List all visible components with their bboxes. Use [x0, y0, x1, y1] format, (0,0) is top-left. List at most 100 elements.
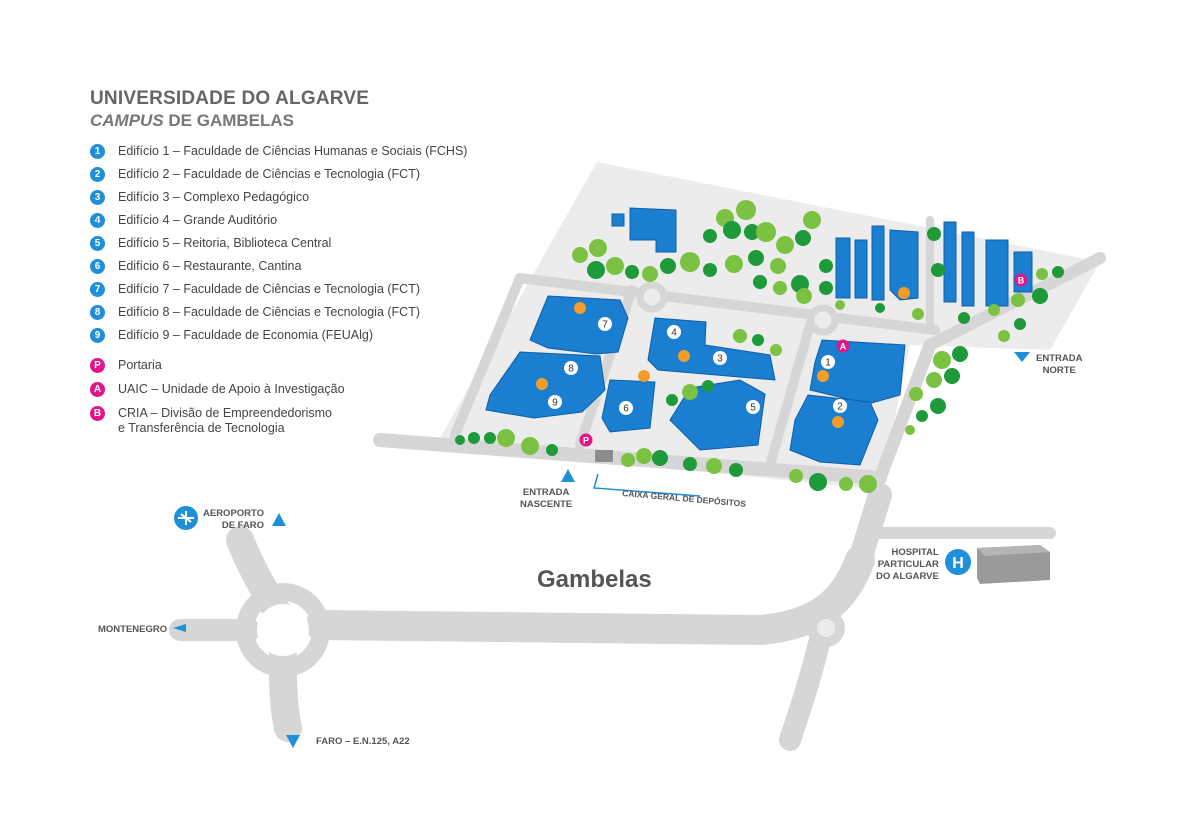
legend-text-line: Edifício 8 – Faculdade de Ciências e Tec…: [118, 305, 421, 319]
montenegro-label: MONTENEGRO: [98, 624, 168, 635]
service-marker-circle: [1014, 273, 1028, 287]
legend-marker: 3: [90, 190, 105, 205]
entrada-nascente-label: ENTRADA NASCENTE: [520, 487, 572, 511]
hospital-building-top: [977, 545, 1050, 556]
building-marker-circle: [619, 401, 633, 415]
legend-text-line: Portaria: [118, 358, 162, 372]
legend-text-line: Edifício 6 – Restaurante, Cantina: [118, 259, 302, 273]
legend-text-line: Edifício 3 – Complexo Pedagógico: [118, 190, 310, 204]
building-marker-circle: [598, 317, 612, 331]
direction-arrows: [173, 352, 1030, 748]
restaurant-icons: [536, 287, 910, 428]
legend-text: Edifício 3 – Complexo Pedagógico: [118, 190, 309, 205]
building-marker-circle: [713, 351, 727, 365]
building-marker[interactable]: 4: [667, 325, 681, 339]
legend-text-line: Edifício 2 – Faculdade de Ciências e Tec…: [118, 167, 421, 181]
building-marker[interactable]: 8: [564, 361, 578, 375]
roundabout: [236, 583, 330, 677]
restaurant-icon: [678, 350, 690, 362]
caixa-building: [595, 450, 613, 462]
legend-text-line: UAIC – Unidade de Apoio à Investigação: [118, 382, 345, 396]
legend-text: Edifício 1 – Faculdade de Ciências Human…: [118, 144, 467, 159]
building-marker-label: 9: [552, 398, 558, 409]
service-marker-circle: [579, 433, 593, 447]
building-marker[interactable]: 9: [548, 395, 562, 409]
service-marker[interactable]: A: [836, 339, 850, 353]
label-line: PARTICULAR: [877, 559, 939, 570]
legend-marker: 8: [90, 305, 105, 320]
service-marker[interactable]: B: [1014, 273, 1028, 287]
legend-marker: 1: [90, 144, 105, 159]
triangle-arrow-icon: [286, 735, 300, 748]
service-marker-label: P: [583, 436, 589, 446]
building-marker-circle: [564, 361, 578, 375]
caixa-pointer: [593, 473, 701, 497]
building-marker[interactable]: 1: [821, 355, 835, 369]
building-marker-circle: [667, 325, 681, 339]
building-marker-label: 6: [623, 404, 629, 415]
legend-text-line: Edifício 5 – Reitoria, Biblioteca Centra…: [118, 236, 332, 250]
building-marker[interactable]: 3: [713, 351, 727, 365]
legend-text-line: Edifício 7 – Faculdade de Ciências e Tec…: [118, 282, 421, 296]
legend-text: UAIC – Unidade de Apoio à Investigação: [118, 382, 345, 397]
legend-text: Edifício 2 – Faculdade de Ciências e Tec…: [118, 167, 420, 182]
aeroporto-label: AEROPORTO DE FARO: [203, 508, 264, 532]
building-marker-circle: [833, 399, 847, 413]
label-line: DE FARO: [221, 520, 265, 531]
hospital-symbol: H: [952, 555, 964, 572]
label-line: DO ALGARVE: [876, 571, 939, 582]
triangle-arrow-icon: [173, 624, 186, 632]
building-marker[interactable]: 2: [833, 399, 847, 413]
campus-subtitle: CAMPUS DE GAMBELAS: [90, 111, 294, 131]
building-marker[interactable]: 7: [598, 317, 612, 331]
airplane-glyph: [178, 511, 194, 525]
building-marker-label: 4: [671, 328, 677, 339]
label-line: HOSPITAL: [891, 547, 939, 558]
service-marker-circle: [836, 339, 850, 353]
building-marker-label: 8: [568, 364, 574, 375]
label-line: ENTRADA: [522, 487, 570, 498]
service-marker-label: B: [1018, 276, 1025, 286]
faro-label: FARO – E.N.125, A22: [316, 736, 410, 747]
building-marker-circle: [821, 355, 835, 369]
hospital-label: HOSPITAL PARTICULAR DO ALGARVE: [876, 547, 939, 583]
legend-text-line: CRIA – Divisão de Empreendedorismo: [118, 406, 332, 420]
legend-text: Edifício 7 – Faculdade de Ciências e Tec…: [118, 282, 420, 297]
university-title: UNIVERSIDADE DO ALGARVE: [90, 88, 370, 109]
building-markers: 1 2 3 4 5 6 7 8 9: [548, 317, 847, 415]
building-marker-label: 7: [602, 320, 608, 331]
building-marker[interactable]: 5: [746, 400, 760, 414]
legend-text-line: Edifício 9 – Faculdade de Economia (FEUA…: [118, 328, 373, 342]
hospital-icon: [945, 549, 971, 575]
roundabout-center: [257, 604, 309, 656]
legend-text: Edifício 6 – Restaurante, Cantina: [118, 259, 301, 274]
legend-text: Edifício 8 – Faculdade de Ciências e Tec…: [118, 305, 420, 320]
restaurant-icon: [638, 370, 650, 382]
service-markers: P A B: [579, 273, 1028, 447]
building-marker-label: 3: [717, 354, 723, 365]
legend-marker: 9: [90, 328, 105, 343]
restaurant-icon: [536, 378, 548, 390]
legend-text-line: Edifício 1 – Faculdade de Ciências Human…: [118, 144, 468, 158]
label-line: ENTRADA: [1036, 353, 1083, 364]
entrada-norte-label: ENTRADA NORTE: [1036, 353, 1082, 377]
legend-marker: 7: [90, 282, 105, 297]
campus-rest: DE GAMBELAS: [163, 111, 295, 130]
legend-marker: P: [90, 358, 105, 373]
triangle-arrow-icon: [1014, 352, 1030, 362]
legend-marker: 4: [90, 213, 105, 228]
restaurant-icon: [817, 370, 829, 382]
service-marker[interactable]: P: [579, 433, 593, 447]
building-marker[interactable]: 6: [619, 401, 633, 415]
legend-marker: 2: [90, 167, 105, 182]
campus-roundabout-west: [636, 281, 668, 313]
legend-marker: 6: [90, 259, 105, 274]
legend-text-line: e Transferência de Tecnologia: [118, 421, 285, 435]
legend-text: Portaria: [118, 358, 162, 373]
building-marker-label: 1: [825, 358, 831, 369]
building-marker-circle: [548, 395, 562, 409]
campus-roundabout-east: [807, 304, 839, 336]
roundabout-small: [807, 609, 845, 647]
